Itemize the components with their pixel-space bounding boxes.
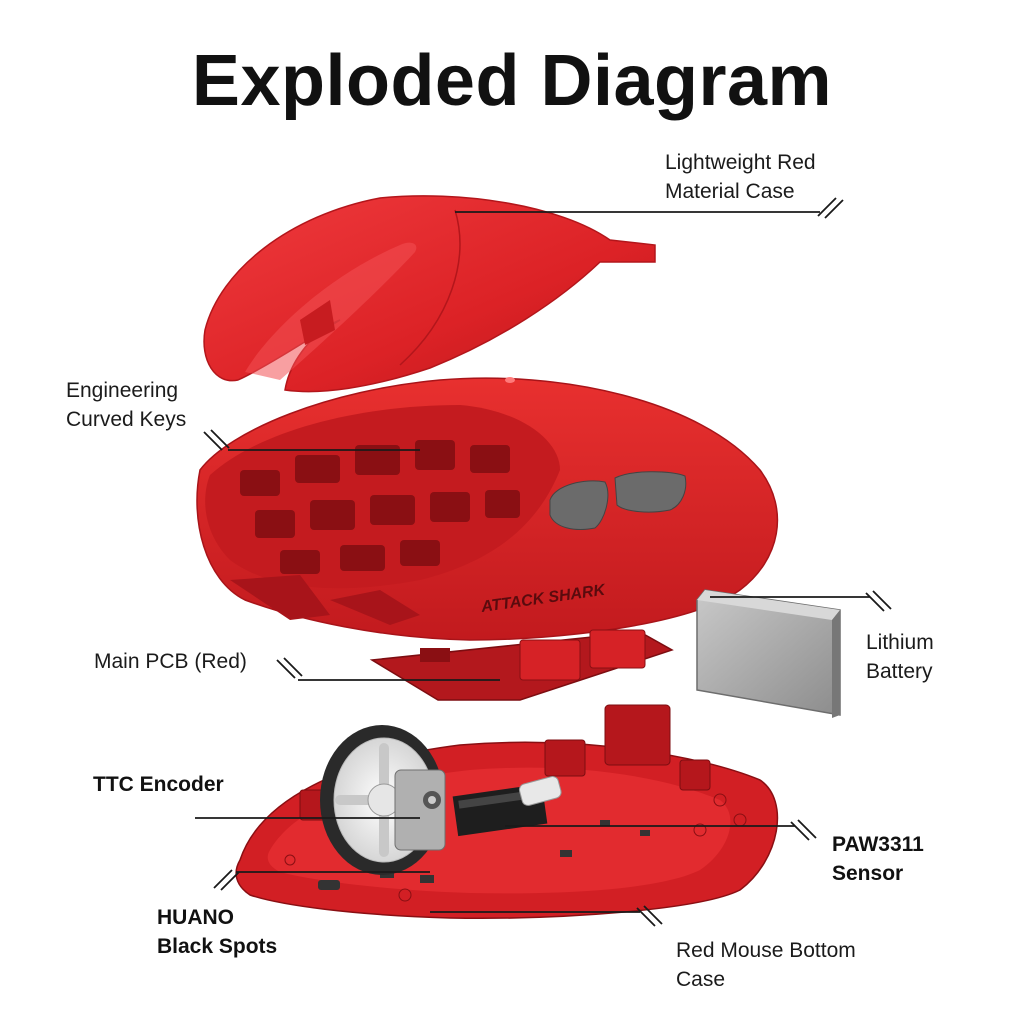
label-line: Battery [866, 660, 933, 683]
bottom-case [235, 704, 779, 919]
label-battery: Lithium Battery [866, 628, 934, 686]
label-line: Lithium [866, 631, 934, 654]
label-main-pcb: Main PCB (Red) [94, 647, 247, 676]
label-line: Main PCB (Red) [94, 650, 247, 673]
label-line: Sensor [832, 862, 904, 885]
label-line: Black Spots [157, 935, 278, 958]
label-line: Lightweight Red [665, 151, 816, 174]
page-title: Exploded Diagram [191, 41, 833, 121]
label-sensor: PAW3311 Sensor [832, 830, 924, 888]
main-body-shell [196, 377, 779, 641]
label-huano-switches: HUANO Black Spots [157, 903, 277, 961]
label-line: HUANO [157, 906, 234, 929]
label-top-case: Lightweight Red Material Case [665, 148, 816, 206]
label-bottom-case: Red Mouse Bottom Case [676, 936, 856, 994]
label-line: Red Mouse Bottom [676, 939, 856, 962]
label-line: TTC Encoder [93, 773, 224, 796]
label-line: PAW3311 [832, 833, 924, 856]
lithium-battery [696, 589, 841, 718]
label-line: Engineering [66, 379, 179, 402]
label-line: Material Case [665, 180, 795, 203]
main-pcb [369, 629, 674, 701]
label-ttc-encoder: TTC Encoder [93, 770, 224, 799]
label-line: Curved Keys [66, 408, 187, 431]
label-line: Case [676, 968, 726, 991]
callout-lines [195, 197, 892, 927]
scroll-wheel-encoder [320, 725, 446, 875]
top-case-shell [203, 195, 656, 393]
label-curved-keys: Engineering Curved Keys [66, 376, 186, 434]
